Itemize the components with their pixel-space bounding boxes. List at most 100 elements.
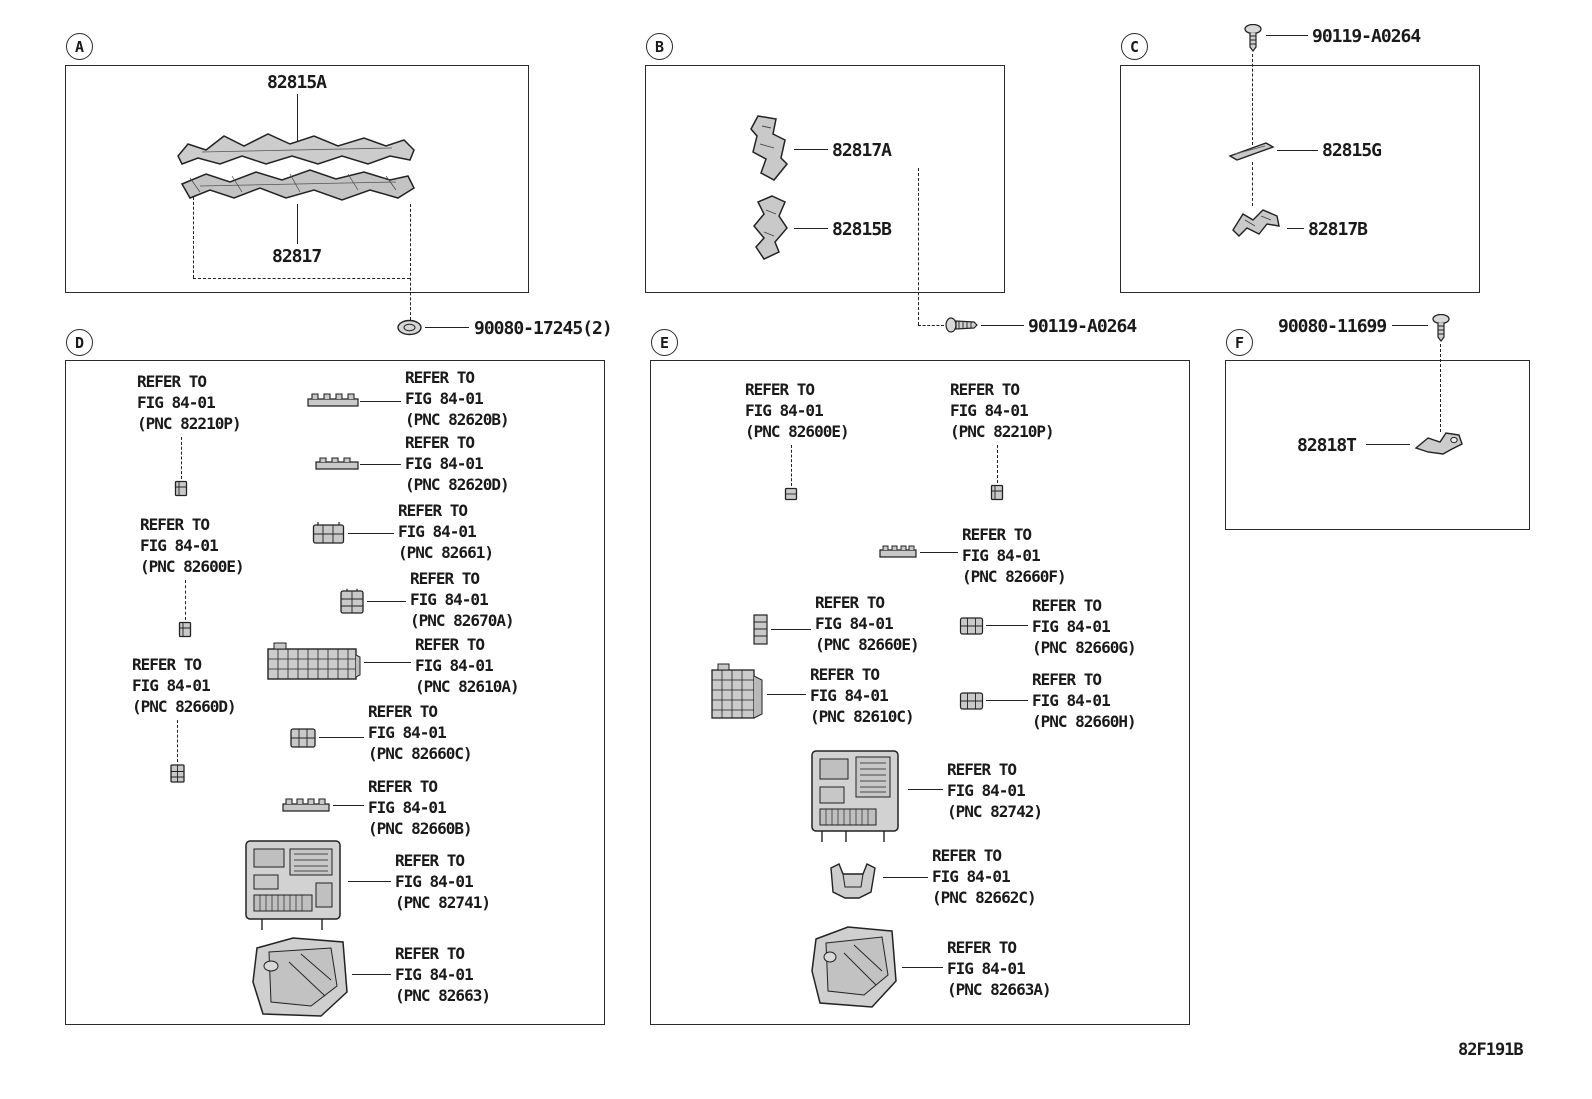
- leader-line: [883, 877, 928, 878]
- refer-line: FIG 84-01: [1032, 691, 1111, 710]
- refer-line: (PNC 82742): [947, 802, 1043, 821]
- refer-note: REFER TO FIG 84-01 (PNC 82661): [398, 500, 494, 563]
- refer-line: REFER TO: [405, 368, 475, 387]
- leader-line: [297, 204, 298, 244]
- refer-line: FIG 84-01: [745, 401, 824, 420]
- refer-line: (PNC 82660C): [368, 744, 473, 763]
- refer-line: (PNC 82670A): [410, 611, 515, 630]
- leader-line: [771, 629, 811, 630]
- connector-icon: [752, 613, 769, 646]
- panel-c-letter: C: [1121, 33, 1148, 60]
- refer-line: FIG 84-01: [932, 867, 1011, 886]
- cushion-strip-icon: [1226, 139, 1276, 162]
- screw-icon: [1431, 314, 1451, 342]
- leader-line: [920, 552, 958, 553]
- connector-icon: [990, 484, 1004, 501]
- callout-82815b: 82815B: [832, 219, 892, 240]
- callout-82817: 82817: [272, 246, 322, 267]
- refer-line: FIG 84-01: [368, 798, 447, 817]
- leader-line: [1277, 150, 1318, 151]
- refer-line: FIG 84-01: [398, 522, 477, 541]
- leader-line: [902, 967, 943, 968]
- panel-f-box: [1225, 360, 1530, 530]
- refer-line: REFER TO: [132, 655, 202, 674]
- fuse-box-icon: [242, 835, 346, 933]
- refer-line: FIG 84-01: [410, 590, 489, 609]
- refer-line: FIG 84-01: [810, 686, 889, 705]
- leader-line-dashed: [177, 720, 178, 762]
- refer-line: FIG 84-01: [962, 546, 1041, 565]
- leader-line: [794, 228, 828, 229]
- harness-clip-icon: [744, 194, 794, 262]
- refer-line: (PNC 82660F): [962, 567, 1067, 586]
- leader-line: [767, 694, 806, 695]
- connector-icon: [174, 480, 188, 497]
- refer-line: REFER TO: [947, 938, 1017, 957]
- panel-d-letter: D: [66, 329, 93, 356]
- wire-protector-icon: [306, 392, 360, 408]
- leader-line: [425, 327, 469, 328]
- protector-cover-icon: [808, 921, 900, 1011]
- leader-line-dashed: [185, 580, 186, 620]
- panel-e-letter: E: [651, 329, 678, 356]
- callout-82817b: 82817B: [1308, 219, 1368, 240]
- drawing-code: 82F191B: [1458, 1040, 1524, 1060]
- leader-line: [1392, 325, 1428, 326]
- refer-line: (PNC 82660G): [1032, 638, 1137, 657]
- leader-line-dashed: [1440, 344, 1441, 432]
- refer-line: FIG 84-01: [1032, 617, 1111, 636]
- fastener-label-90119-a0264: 90119-A0264: [1312, 26, 1421, 47]
- panel-a-letter: A: [66, 33, 93, 60]
- refer-line: REFER TO: [140, 515, 210, 534]
- connector-block-icon: [312, 521, 346, 545]
- harness-clip-icon: [740, 112, 792, 186]
- leader-line: [1266, 35, 1308, 36]
- bracket-clamp-icon: [825, 860, 881, 902]
- leader-line: [360, 464, 401, 465]
- leader-line-dashed: [193, 278, 410, 279]
- leader-line: [352, 974, 391, 975]
- refer-line: REFER TO: [405, 433, 475, 452]
- refer-line: FIG 84-01: [815, 614, 894, 633]
- connector-icon: [178, 621, 192, 638]
- refer-line: REFER TO: [810, 665, 880, 684]
- leader-line: [333, 805, 364, 806]
- refer-line: (PNC 82661): [398, 543, 494, 562]
- leader-line-dashed: [918, 325, 944, 326]
- refer-line: (PNC 82663): [395, 986, 491, 1005]
- leader-line: [364, 662, 411, 663]
- callout-82815a: 82815A: [267, 72, 327, 93]
- refer-line: (PNC 82210P): [950, 422, 1055, 441]
- refer-line: (PNC 82663A): [947, 980, 1052, 999]
- refer-line: REFER TO: [745, 380, 815, 399]
- leader-line-dashed: [181, 437, 182, 479]
- refer-line: (PNC 82660D): [132, 697, 237, 716]
- refer-line: FIG 84-01: [950, 401, 1029, 420]
- fuse-box-icon: [806, 743, 906, 845]
- refer-line: FIG 84-01: [395, 965, 474, 984]
- refer-line: (PNC 82600E): [745, 422, 850, 441]
- leader-line: [986, 625, 1028, 626]
- connector-block-icon: [289, 726, 317, 750]
- refer-line: (PNC 82610A): [415, 677, 520, 696]
- leader-line-dashed: [791, 445, 792, 486]
- refer-line: REFER TO: [398, 501, 468, 520]
- refer-note: REFER TO FIG 84-01 (PNC 82600E): [745, 379, 850, 442]
- refer-line: REFER TO: [947, 760, 1017, 779]
- refer-line: FIG 84-01: [140, 536, 219, 555]
- refer-line: REFER TO: [410, 569, 480, 588]
- refer-line: (PNC 82210P): [137, 414, 242, 433]
- connector-block-icon: [959, 616, 984, 636]
- leader-line: [908, 789, 943, 790]
